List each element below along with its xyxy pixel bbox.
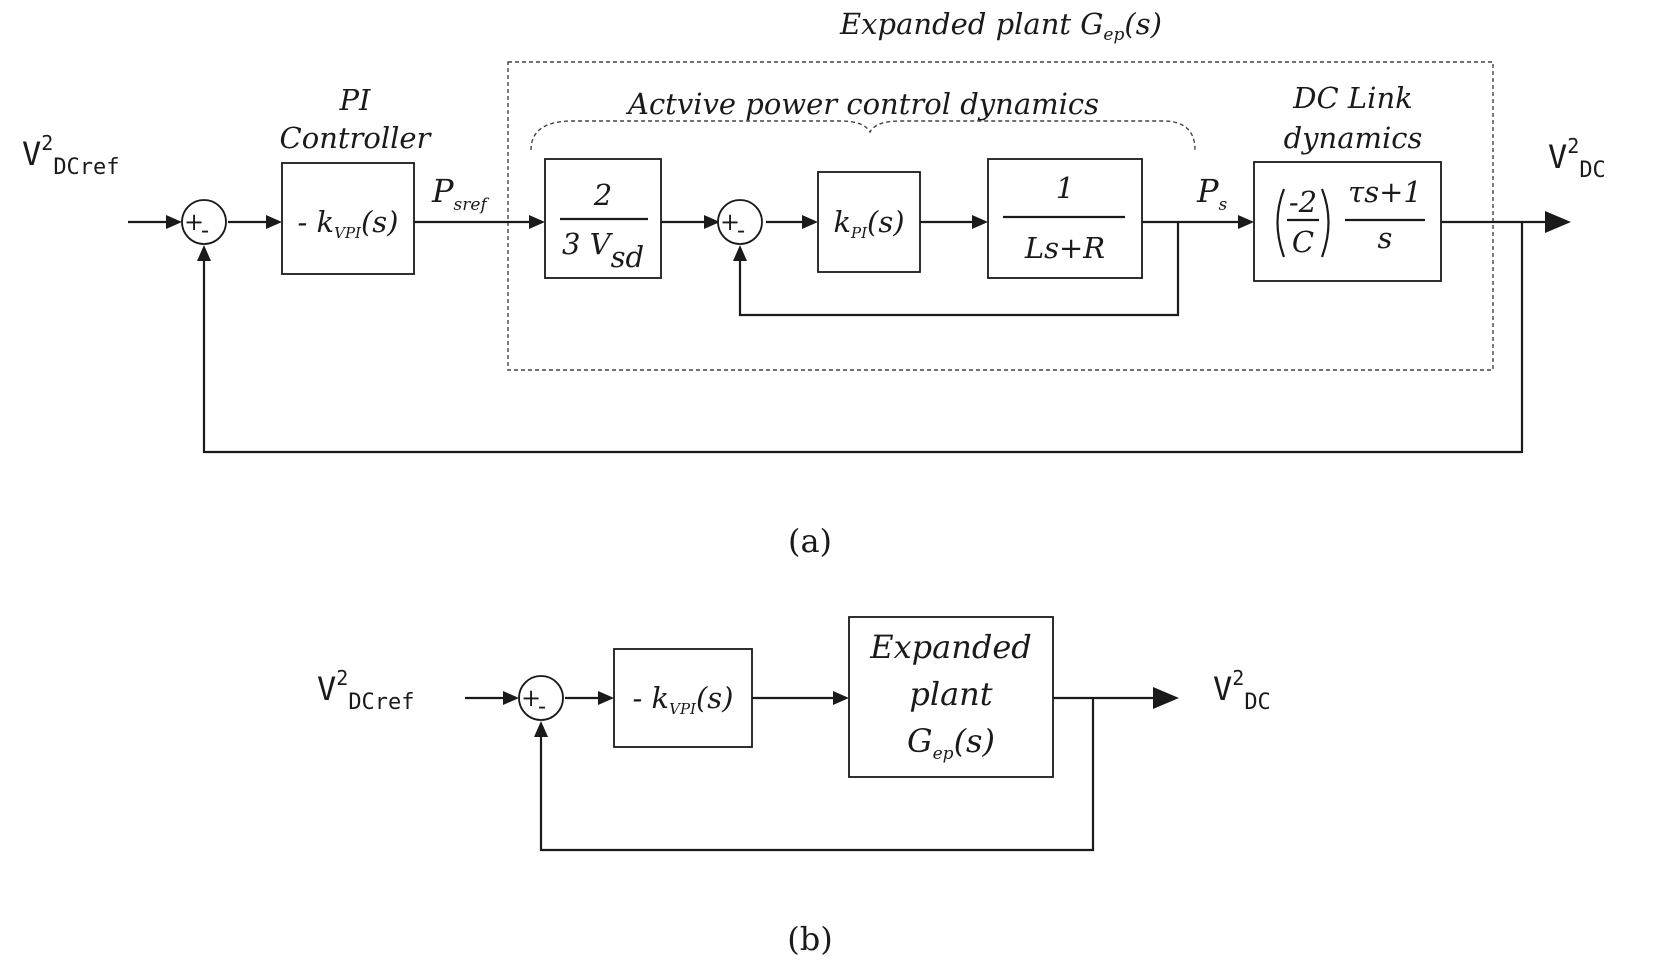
dclink-block: -2 C τs+1 s	[1253, 161, 1442, 282]
feedback-arrowhead-b	[534, 721, 548, 737]
dclink-right-denominator: s	[1378, 221, 1393, 255]
kvpi-text-a: - kVPI(s)	[298, 205, 399, 242]
gain-block: 2 3 Vsd	[544, 158, 662, 279]
caption-a: (a)	[788, 522, 832, 560]
psref-label: Psref	[431, 172, 489, 215]
caption-b: (b)	[787, 920, 832, 958]
inner-feedback-line	[738, 222, 1180, 317]
summing-junction-1: + -	[181, 199, 227, 245]
dclink-left-denominator: C	[1292, 225, 1314, 259]
kpi-text: kPI(s)	[833, 205, 904, 242]
sum1-minus: -	[201, 216, 209, 244]
summing-junction-b: + -	[518, 675, 564, 721]
apc-label: Actvive power control dynamics	[625, 87, 1099, 121]
output-label-b: V2DC	[1213, 666, 1271, 715]
dclink-right-paren	[1320, 188, 1330, 258]
gain-numerator: 2	[593, 178, 612, 212]
expanded-plant-frame	[507, 61, 1494, 371]
sumb-minus: -	[538, 692, 546, 720]
feedback-line-b	[539, 698, 1095, 852]
input-arrowhead-a	[166, 215, 182, 229]
sum1-plus: +	[184, 208, 204, 236]
ps-label: Ps	[1196, 172, 1228, 215]
input-label-a: V2DCref	[22, 131, 120, 180]
kvpi-block-a: - kVPI(s)	[281, 162, 415, 275]
expanded-plant-title: Expanded plant Gep(s)	[839, 7, 1162, 45]
psref-arrowhead	[529, 215, 545, 229]
plant-block: 1 Ls+R	[987, 158, 1143, 279]
ps-arrowhead	[1238, 215, 1254, 229]
diagram-b: V2DCref V2DC + - - kVPI(s)	[317, 616, 1271, 958]
pi-label-line1: PI	[339, 83, 372, 117]
dclink-left-numerator: -2	[1289, 185, 1317, 219]
output-arrowhead-a	[1545, 211, 1571, 233]
dclink-left-paren	[1276, 188, 1286, 258]
summing-junction-2: + -	[717, 199, 763, 245]
dclink-right-numerator: τs+1	[1348, 175, 1422, 209]
plant-denominator: Ls+R	[1024, 231, 1105, 265]
input-label-b: V2DCref	[317, 666, 415, 715]
kvpi-block-b: - kVPI(s)	[613, 648, 753, 748]
dclink-label-line2: dynamics	[1284, 121, 1423, 155]
kvpi-arrowhead-b	[833, 691, 849, 705]
sumb-plus: +	[521, 684, 541, 712]
outer-feedback-arrowhead	[197, 245, 211, 261]
sum2-plus: +	[720, 208, 740, 236]
gain-denominator: 3 Vsd	[562, 227, 644, 274]
output-label-a: V2DC	[1548, 134, 1606, 183]
sum-arrowhead-b	[598, 691, 614, 705]
gain-arrowhead	[704, 215, 720, 229]
apc-brace	[530, 120, 1196, 151]
diagram-a: Expanded plant Gep(s) Actvive power cont…	[22, 7, 1606, 560]
plant-numerator: 1	[1056, 171, 1074, 205]
kpi-arrowhead	[972, 215, 988, 229]
sum2-arrowhead	[802, 215, 818, 229]
sum1-arrowhead	[266, 215, 282, 229]
plant-line2-b: plant	[909, 675, 992, 713]
pi-label-line2: Controller	[280, 121, 433, 155]
outer-feedback-line	[202, 222, 1524, 454]
inner-feedback-arrowhead	[733, 245, 747, 261]
expanded-plant-block-b: Expanded plant Gep(s)	[848, 616, 1054, 778]
dclink-label-line1: DC Link	[1292, 81, 1412, 115]
kvpi-text-b: - kVPI(s)	[633, 681, 734, 718]
plant-line3-b: Gep(s)	[907, 722, 995, 764]
kpi-block: kPI(s)	[817, 171, 921, 273]
sum2-minus: -	[737, 216, 745, 244]
input-arrowhead-b	[503, 691, 519, 705]
output-arrowhead-b	[1153, 687, 1179, 709]
plant-line1-b: Expanded	[869, 628, 1031, 666]
